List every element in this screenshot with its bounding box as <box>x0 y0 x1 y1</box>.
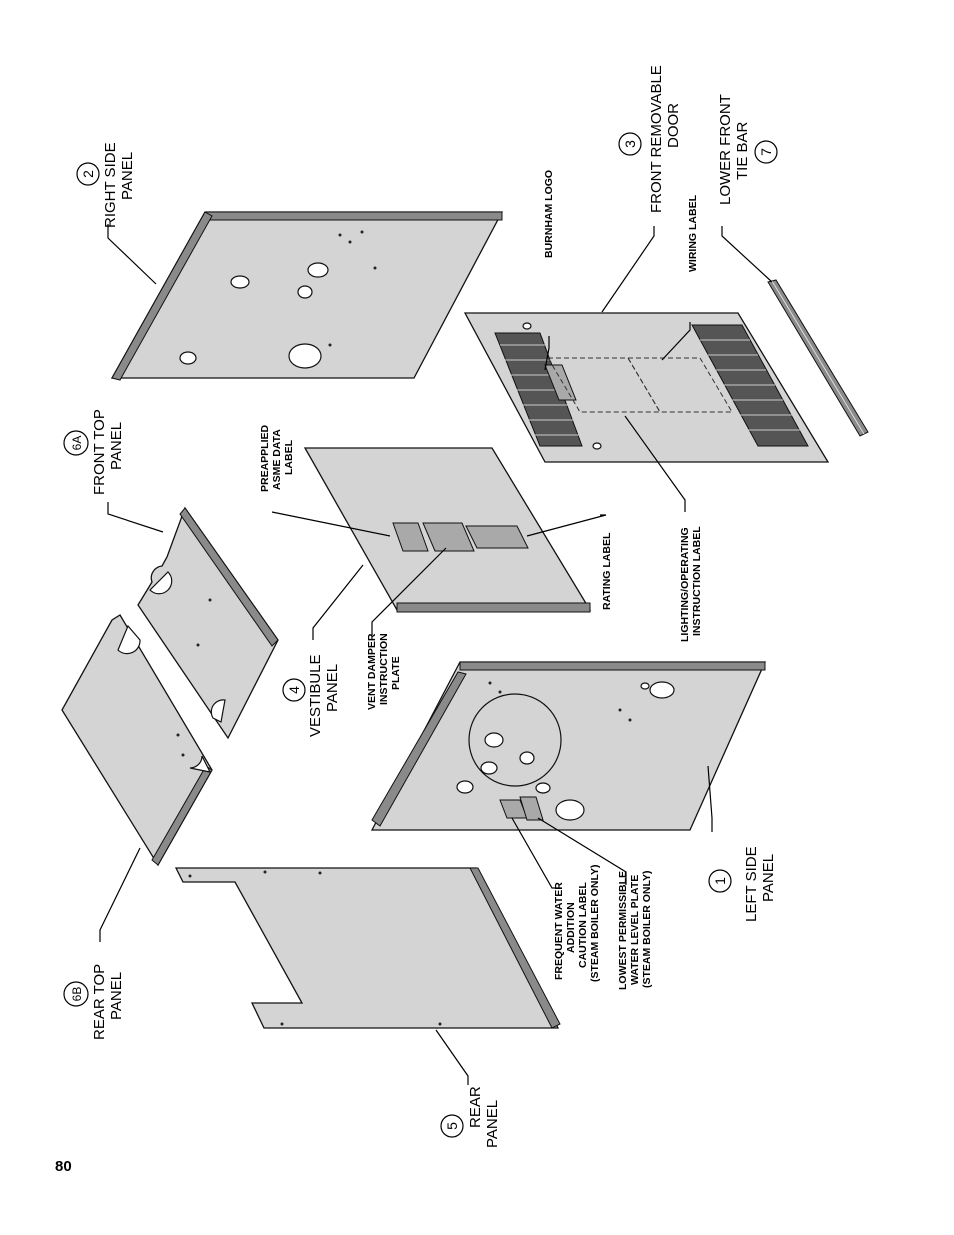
rear-top-line1: REAR TOP <box>91 964 108 1040</box>
label-right-side-panel: 2 <box>76 162 100 186</box>
callout-water-addition-line4: (STEAM BOILER ONLY) <box>589 865 601 982</box>
label-left-side-panel: 1 <box>708 869 732 893</box>
lower-front-tie-bar <box>767 279 869 437</box>
lighting-label-outline <box>547 357 661 413</box>
callout-vent-damper-line2: INSTRUCTION <box>378 633 390 705</box>
part-number: 5 <box>444 1122 460 1130</box>
door-louvers-top <box>494 332 583 447</box>
callout-wiring-label: WIRING LABEL <box>687 194 699 272</box>
left-side-panel <box>370 661 767 831</box>
tie-bar-line2: TIE BAR <box>734 121 751 180</box>
tie-bar-line1: LOWER FRONT <box>717 94 734 205</box>
rear-panel-line2: PANEL <box>484 1100 501 1148</box>
vestibule-panel <box>303 447 592 613</box>
callout-water-addition-line1: FREQUENT WATER <box>553 882 565 980</box>
vent-damper-plate <box>422 522 475 552</box>
vestibule-line1: VESTIBULE <box>307 654 324 737</box>
front-top-panel <box>137 506 279 740</box>
callout-lighting-line2: INSTRUCTION LABEL <box>691 526 703 636</box>
label-rear-panel: 5 <box>440 1114 464 1138</box>
part-number: 2 <box>80 170 96 178</box>
callout-vent-damper-line1: VENT DAMPER <box>366 633 378 710</box>
callout-asme-line2: ASME DATA <box>271 429 283 490</box>
rear-panel-line1: REAR <box>467 1086 484 1128</box>
callout-water-addition-line3: CAUTION LABEL <box>577 882 589 968</box>
front-door-line2: DOOR <box>665 103 682 148</box>
label-rear-top-panel: 6B <box>63 981 89 1007</box>
asme-data-label <box>392 522 429 552</box>
wiring-label-outline <box>627 357 733 413</box>
door-louvers-bottom <box>691 324 809 447</box>
part-number: 4 <box>286 686 302 694</box>
rear-top-line2: PANEL <box>108 972 125 1020</box>
label-tie-bar: 7 <box>754 140 778 164</box>
label-front-door: 3 <box>618 132 642 156</box>
callout-water-addition-line2: ADDITION <box>565 902 577 953</box>
leader-lines <box>99 224 773 1085</box>
right-side-panel <box>110 211 504 381</box>
label-vestibule-panel: 4 <box>282 678 306 702</box>
callout-vent-damper-line3: PLATE <box>390 656 402 690</box>
right-side-panel-line1: RIGHT SIDE <box>102 142 119 228</box>
part-number: 3 <box>622 140 638 148</box>
callout-water-level-line3: (STEAM BOILER ONLY) <box>641 871 653 988</box>
burnham-logo-plate <box>544 364 577 401</box>
rating-label <box>465 525 529 549</box>
right-side-panel-line2: PANEL <box>119 152 136 200</box>
callout-burnham-logo: BURNHAM LOGO <box>543 170 555 258</box>
front-top-line2: PANEL <box>108 422 125 470</box>
part-number: 6A <box>70 436 84 451</box>
callout-rating-label: RATING LABEL <box>601 532 613 610</box>
callout-water-level-line2: WATER LEVEL PLATE <box>629 875 641 985</box>
front-door-line1: FRONT REMOVABLE <box>648 65 665 213</box>
callout-asme-line3: LABEL <box>283 439 295 475</box>
front-top-line1: FRONT TOP <box>91 409 108 495</box>
left-side-line2: PANEL <box>760 854 777 902</box>
callout-water-level-line1: LOWEST PERMISSIBLE <box>617 871 629 990</box>
callout-asme-line1: PREAPPLIED <box>259 424 271 492</box>
part-number: 1 <box>712 877 728 885</box>
callout-lighting-line1: LIGHTING/OPERATING <box>679 527 691 642</box>
vestibule-line2: PANEL <box>324 664 341 712</box>
part-number: 7 <box>758 148 774 156</box>
page-number: 80 <box>55 1158 72 1175</box>
part-number: 6B <box>70 987 84 1002</box>
front-door-panel <box>463 312 830 463</box>
label-front-top-panel: 6A <box>63 430 89 456</box>
water-level-plate <box>519 796 544 821</box>
rear-panel <box>174 867 561 1029</box>
rear-top-panel <box>61 614 213 867</box>
left-side-line1: LEFT SIDE <box>743 846 760 922</box>
